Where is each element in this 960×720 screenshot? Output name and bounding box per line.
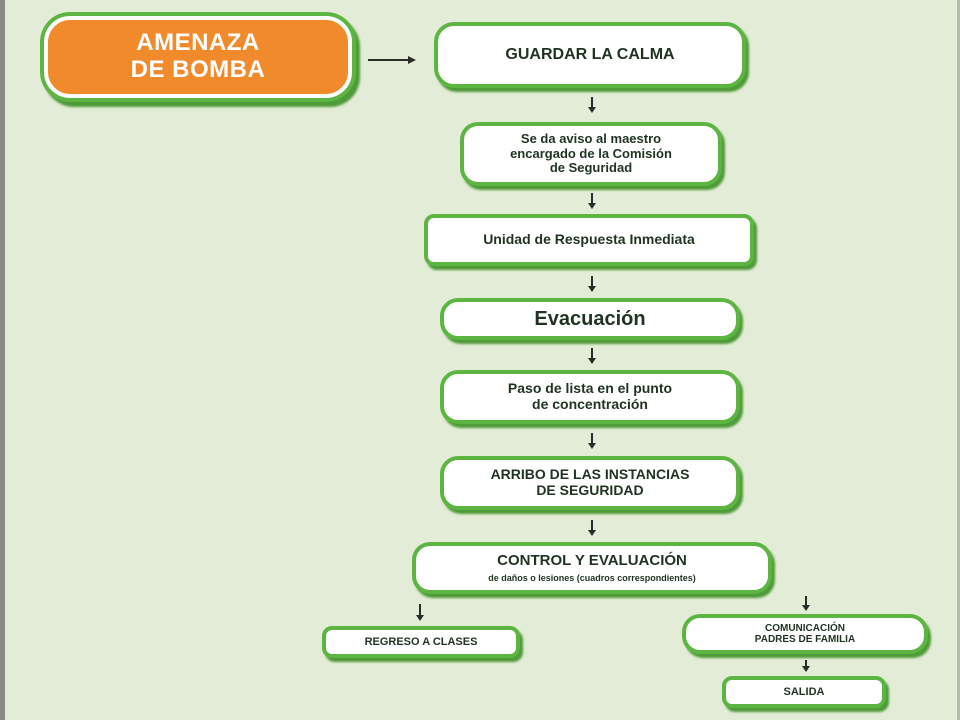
step-evacuacion: Evacuación xyxy=(440,298,740,340)
step-control-title: CONTROL Y EVALUACIÓN xyxy=(497,552,687,570)
step-aviso-maestro: Se da aviso al maestro encargado de la C… xyxy=(460,122,722,186)
start-label-line2: DE BOMBA xyxy=(130,56,266,83)
step-regreso-a-clases: REGRESO A CLASES xyxy=(322,626,520,658)
step-evacuacion-label: Evacuación xyxy=(534,307,646,330)
step-unidad-label: Unidad de Respuesta Inmediata xyxy=(483,231,695,248)
step-aviso-line1: Se da aviso al maestro xyxy=(520,131,662,147)
step-regreso-label: REGRESO A CLASES xyxy=(364,635,478,648)
start-node-amenaza-de-bomba: AMENAZA DE BOMBA xyxy=(44,16,352,98)
step-salida: SALIDA xyxy=(722,676,886,708)
step-control-evaluacion: CONTROL Y EVALUACIÓN de daños o lesiones… xyxy=(412,542,772,594)
step-guardar-la-calma: GUARDAR LA CALMA xyxy=(434,22,746,88)
left-border-strip xyxy=(0,0,5,720)
step-comunicacion-line1: COMUNICACIÓN xyxy=(765,622,845,634)
start-label-line1: AMENAZA xyxy=(136,29,260,57)
step-lista-line2: de concentración xyxy=(532,396,648,412)
step-arribo-line2: DE SEGURIDAD xyxy=(536,482,644,498)
right-border-strip xyxy=(957,0,960,720)
step-salida-label: SALIDA xyxy=(783,685,825,698)
step-comunicacion-line2: PADRES DE FAMILIA xyxy=(754,634,856,645)
step-control-subtitle: de daños o lesiones (cuadros correspondi… xyxy=(488,572,696,583)
step-arribo-instancias: ARRIBO DE LAS INSTANCIAS DE SEGURIDAD xyxy=(440,456,740,510)
step-paso-de-lista: Paso de lista en el punto de concentraci… xyxy=(440,370,740,424)
step-aviso-line3: de Seguridad xyxy=(549,160,633,176)
step-arribo-line1: ARRIBO DE LAS INSTANCIAS xyxy=(490,466,690,483)
step-aviso-line2: encargado de la Comisión xyxy=(510,145,672,161)
step-comunicacion-padres: COMUNICACIÓN PADRES DE FAMILIA xyxy=(682,614,928,654)
step-guardar-label: GUARDAR LA CALMA xyxy=(505,46,675,64)
step-lista-line1: Paso de lista en el punto xyxy=(507,380,673,397)
step-unidad-respuesta: Unidad de Respuesta Inmediata xyxy=(424,214,754,266)
